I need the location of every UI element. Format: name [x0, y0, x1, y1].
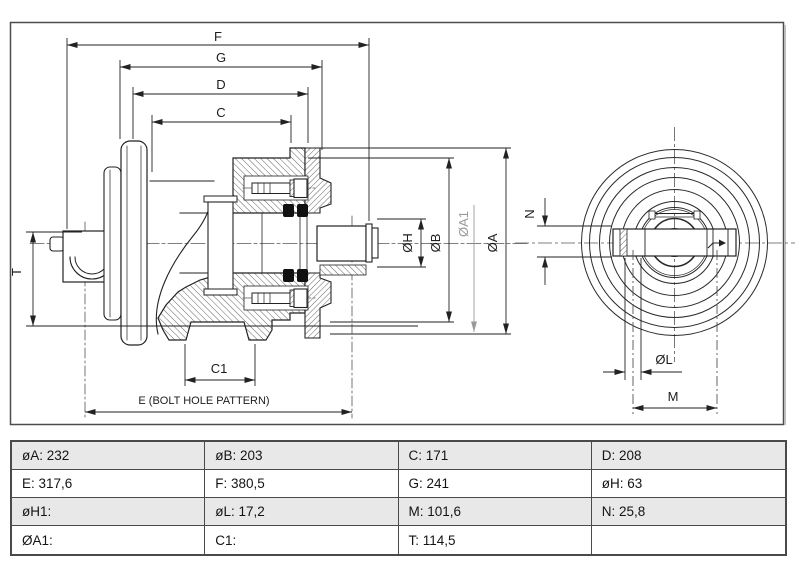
dim-label-oa: ØA	[485, 233, 500, 252]
dim-label-ob: ØB	[428, 234, 443, 253]
bolt-top	[242, 175, 316, 201]
front-view	[515, 127, 795, 362]
spec-cell-empty	[591, 526, 785, 554]
grease-arrow	[707, 239, 726, 249]
dim-label-e: E (BOLT HOLE PATTERN)	[138, 395, 269, 407]
spec-cell-ol: øL: 17,2	[205, 498, 399, 526]
spec-cell-g: G: 241	[398, 470, 592, 498]
dim-label-g: G	[216, 50, 226, 65]
spec-cell-e: E: 317,6	[12, 470, 206, 498]
axle-shaft	[316, 225, 367, 262]
dim-label-ol: ØL	[655, 352, 672, 367]
axle-cap-1	[365, 223, 373, 263]
seal-bottom-right	[297, 269, 308, 282]
spec-cell-ob: øB: 203	[205, 442, 399, 470]
center-web	[207, 201, 234, 291]
spec-cell-m: M: 101,6	[398, 498, 592, 526]
dim-label-oh: ØH	[400, 233, 415, 253]
dim-label-t: T	[9, 268, 24, 276]
spec-cell-f: F: 380,5	[205, 470, 399, 498]
dimensions-front-view	[537, 198, 718, 414]
flange-disc-front	[120, 140, 148, 346]
section-view	[29, 140, 529, 419]
web-cap-top	[203, 195, 238, 203]
seal-top-right	[297, 204, 308, 217]
spec-cell-oh1: øH1:	[12, 498, 206, 526]
flange-disc-rear	[103, 166, 122, 321]
technical-drawing: F G D C T C1 E (BOLT HOLE PATTERN) ØH ØB…	[9, 21, 795, 426]
dim-label-f: F	[214, 29, 222, 44]
bolt-bottom	[242, 285, 316, 311]
seal-top-left	[283, 204, 294, 217]
axle-stub-left	[49, 236, 65, 252]
dim-label-d: D	[216, 77, 225, 92]
spec-table: øA: 232 øB: 203 C: 171 D: 208 E: 317,6 F…	[10, 440, 787, 556]
axle-section-strip	[319, 264, 367, 276]
spec-cell-oh: øH: 63	[591, 470, 785, 498]
dim-label-m: M	[668, 389, 679, 404]
dim-label-n: N	[522, 209, 537, 218]
dim-label-c1: C1	[211, 361, 228, 376]
dim-label-oa1: ØA1	[456, 211, 471, 237]
spec-cell-d: D: 208	[591, 442, 785, 470]
dimensions-left-view	[26, 38, 511, 415]
spec-cell-n: N: 25,8	[591, 498, 785, 526]
spec-cell-oa1: ØA1:	[12, 526, 206, 554]
spec-cell-t: T: 114,5	[398, 526, 592, 554]
seal-bottom-left	[283, 269, 294, 282]
spec-cell-c: C: 171	[398, 442, 592, 470]
spec-cell-c1: C1:	[205, 526, 399, 554]
spec-cell-oa: øA: 232	[12, 442, 206, 470]
axle-cap-2	[371, 227, 379, 259]
web-cap-bottom	[203, 288, 238, 296]
dim-label-c: C	[216, 105, 225, 120]
